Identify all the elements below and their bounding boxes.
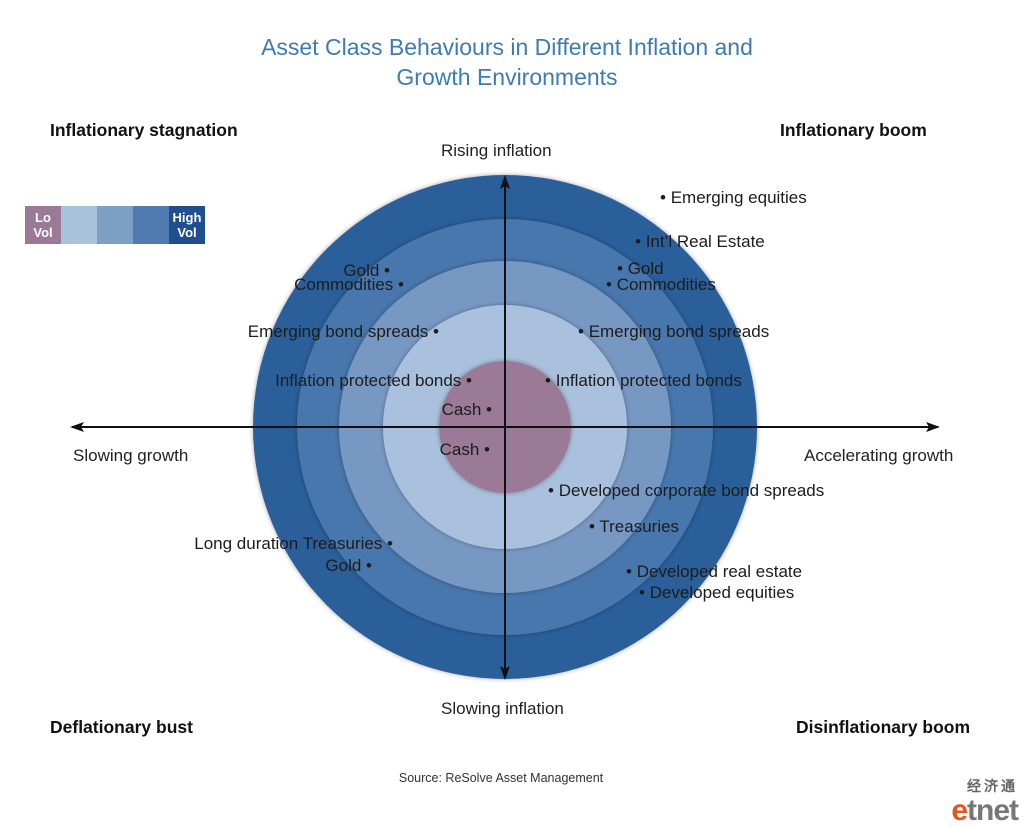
etnet-watermark-logo: 经济通 etnet	[951, 776, 1019, 827]
asset-cash-inflationary-stagnation: Cash •	[441, 400, 492, 419]
chart-title: Asset Class Behaviours in Different Infl…	[0, 32, 1014, 92]
asset-treasuries: • Treasuries	[589, 517, 680, 536]
asset-inflation-protected-bonds-inflationary-stagnation: Inflation protected bonds •	[275, 371, 472, 390]
source-note: Source: ReSolve Asset Management	[398, 771, 604, 785]
quadrant-label-inflationary-boom: Inflationary boom	[780, 120, 927, 140]
legend-swatch-4	[133, 206, 169, 244]
asset-developed-equities: • Developed equities	[639, 583, 795, 602]
quadrant-label-inflationary-stagnation: Inflationary stagnation	[50, 120, 238, 140]
legend-lo-line1: Lo	[35, 210, 51, 225]
asset-cash-deflationary-bust: Cash •	[439, 440, 490, 459]
axis-label-rising-inflation: Rising inflation	[441, 141, 552, 160]
legend-lo-line2: Vol	[33, 225, 53, 240]
legend-swatch-3	[97, 206, 133, 244]
legend-lo-vol: Lo Vol	[25, 206, 61, 244]
watermark-chinese-text: 经济通	[967, 778, 1018, 794]
asset-long-duration-treasuries: Long duration Treasuries •	[194, 534, 393, 553]
watermark-brand: etnet	[951, 794, 1019, 827]
asset-commodities-inflationary-stagnation: Commodities •	[294, 275, 404, 294]
legend-high-line1: High	[172, 210, 202, 225]
asset-intl-real-estate: • Int’l Real Estate	[635, 232, 765, 251]
asset-gold-inflationary-stagnation: Gold •	[343, 261, 390, 280]
legend-swatch-2	[61, 206, 97, 244]
asset-emerging-bond-spreads-inflationary-stagnation: Emerging bond spreads •	[247, 322, 439, 341]
legend-high-line2: Vol	[177, 225, 197, 240]
title-line-1: Asset Class Behaviours in Different Infl…	[261, 34, 753, 60]
asset-emerging-bond-spreads-inflationary-boom: • Emerging bond spreads	[578, 322, 770, 341]
quadrant-label-deflationary-bust: Deflationary bust	[50, 717, 193, 737]
asset-gold-inflationary-boom: • Gold	[617, 259, 664, 278]
title-line-2: Growth Environments	[396, 64, 618, 90]
legend-high-vol: High Vol	[169, 206, 205, 244]
axis-label-slowing-growth: Slowing growth	[73, 446, 189, 465]
asset-developed-real-estate: • Developed real estate	[626, 562, 803, 581]
axis-label-slowing-inflation: Slowing inflation	[441, 699, 564, 718]
asset-commodities-inflationary-boom: • Commodities	[606, 275, 716, 294]
asset-developed-corporate-bond-spreads: • Developed corporate bond spreads	[548, 481, 825, 500]
asset-gold-deflationary-bust: Gold •	[325, 556, 372, 575]
volatility-legend: Lo Vol High Vol	[25, 206, 205, 244]
quadrant-label-disinflationary-boom: Disinflationary boom	[796, 717, 971, 737]
asset-inflation-protected-bonds-inflationary-boom: • Inflation protected bonds	[545, 371, 742, 390]
asset-emerging-equities: • Emerging equities	[660, 188, 807, 207]
axis-label-accelerating-growth: Accelerating growth	[804, 446, 954, 465]
